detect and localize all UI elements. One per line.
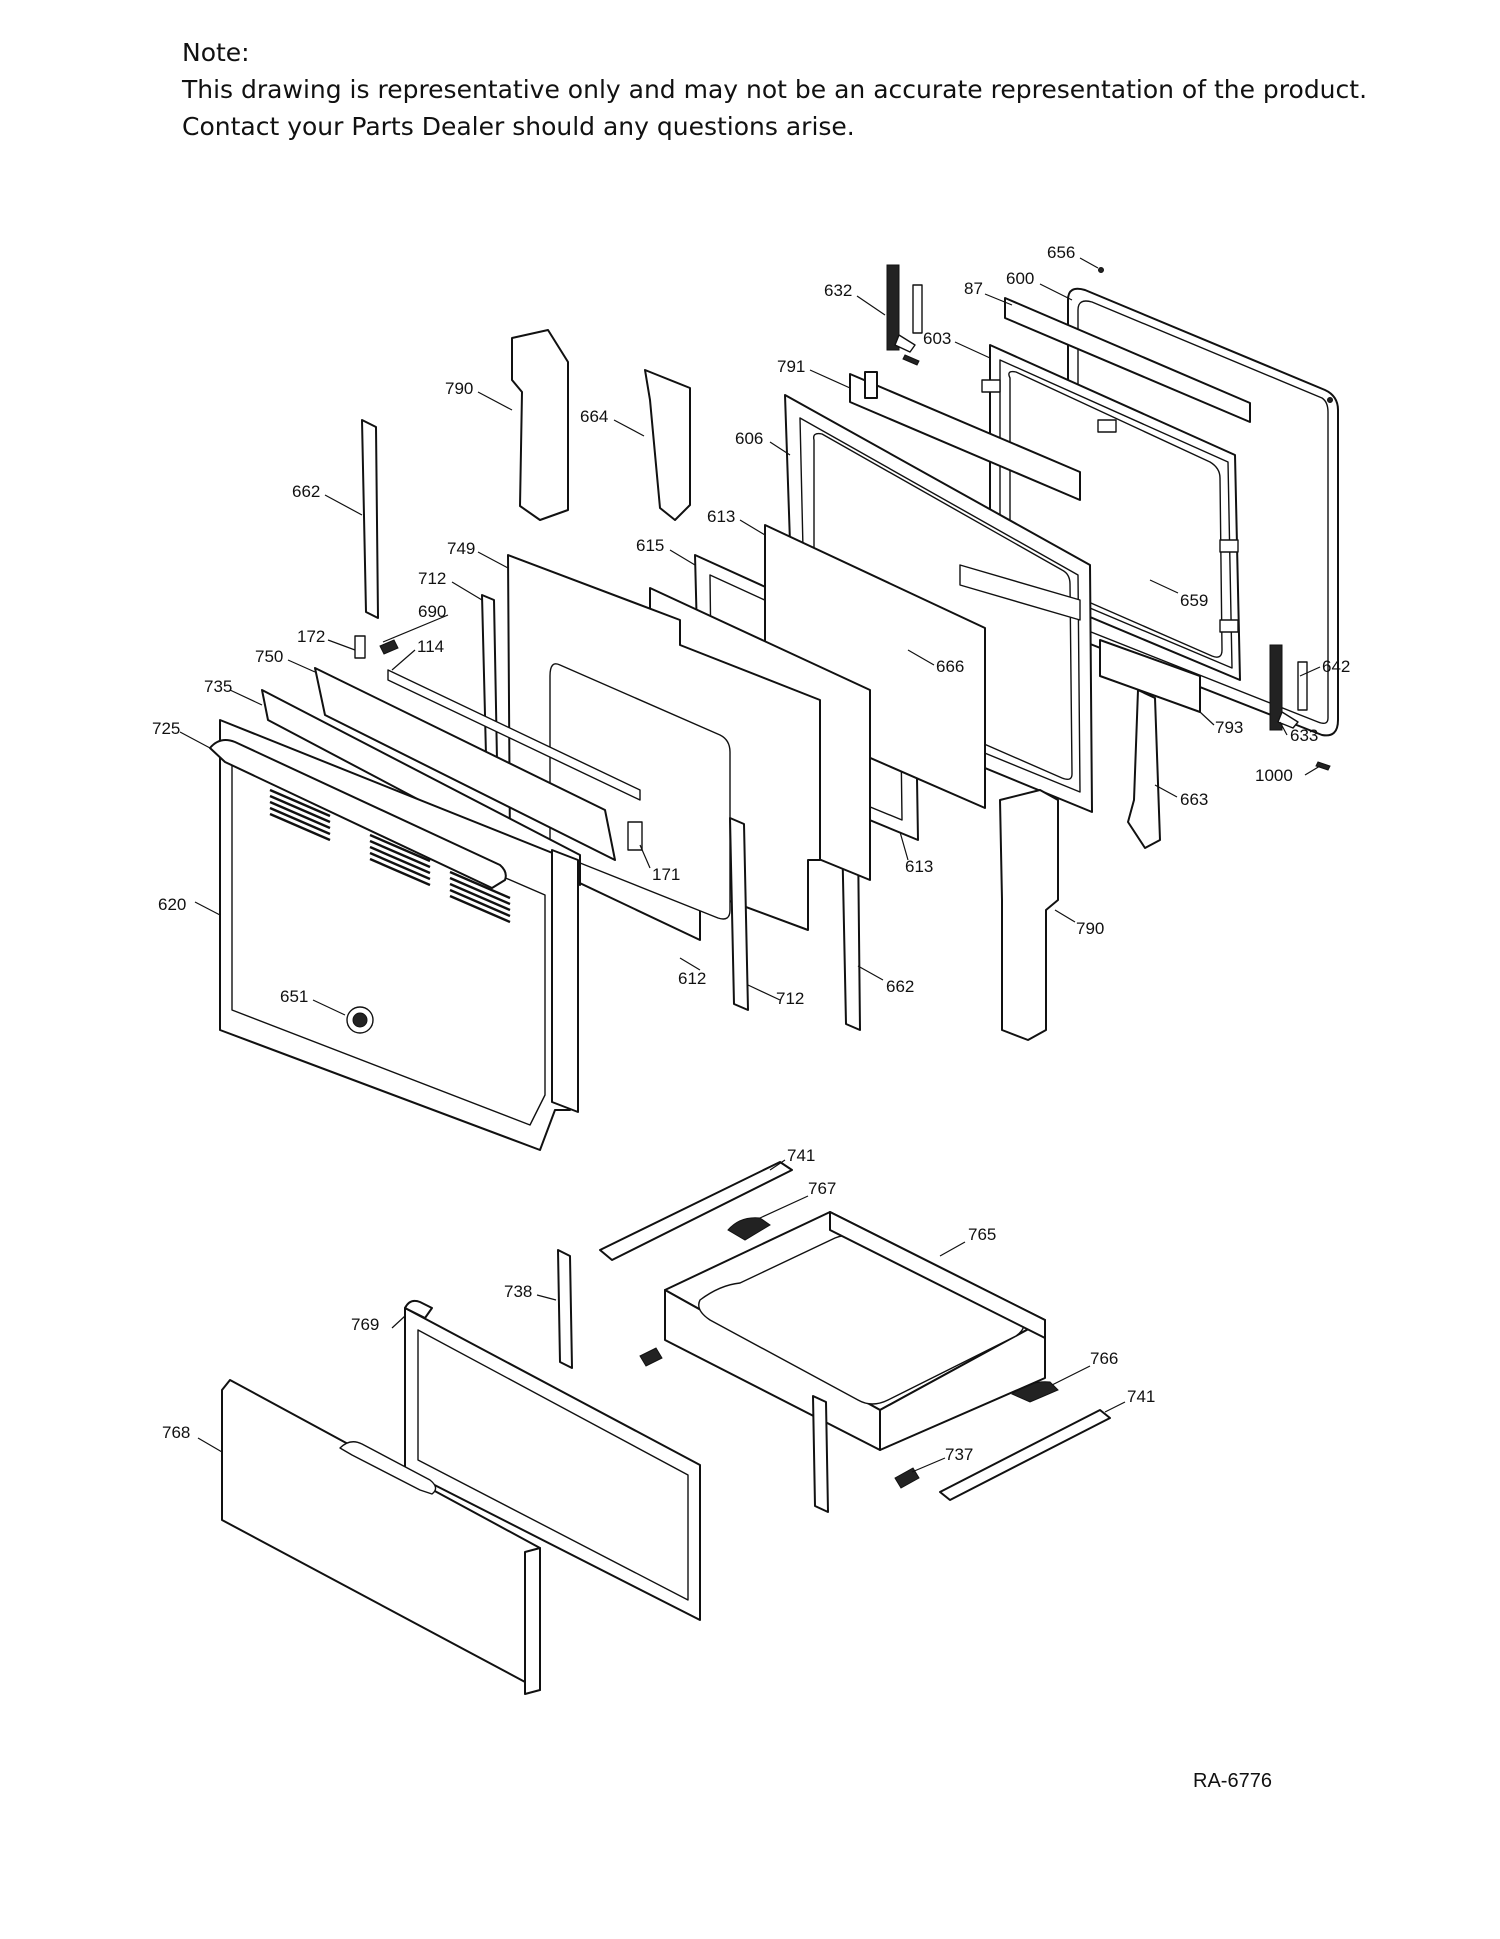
part-label-662-lower: 662 bbox=[886, 977, 914, 996]
door-bar-791 bbox=[849, 373, 1081, 501]
vent-slot bbox=[369, 839, 431, 869]
vent-slot bbox=[449, 888, 511, 918]
part-label-749: 749 bbox=[447, 539, 475, 558]
insulation-strip bbox=[1004, 297, 1251, 423]
part-label-666: 666 bbox=[936, 657, 964, 676]
bracket-171 bbox=[627, 821, 643, 851]
drawer-slide-741-upper bbox=[599, 1161, 793, 1261]
part-label-664: 664 bbox=[580, 407, 608, 426]
part-label-87: 87 bbox=[964, 279, 983, 298]
part-label-656: 656 bbox=[1047, 243, 1075, 262]
part-label-765: 765 bbox=[968, 1225, 996, 1244]
vent-slot bbox=[369, 833, 431, 863]
roller-767 bbox=[727, 1217, 771, 1241]
part-label-662-upper: 662 bbox=[292, 482, 320, 501]
part-label-725: 725 bbox=[152, 719, 180, 738]
hinge-upper bbox=[886, 264, 923, 366]
part-label-741-lower: 741 bbox=[1127, 1387, 1155, 1406]
vent-slot bbox=[449, 882, 511, 912]
vent-slot bbox=[449, 876, 511, 906]
bracket-172 bbox=[354, 635, 366, 659]
part-label-767: 767 bbox=[808, 1179, 836, 1198]
part-label-1000: 1000 bbox=[1255, 766, 1293, 785]
part-label-790-lower: 790 bbox=[1076, 919, 1104, 938]
door-vents bbox=[269, 788, 511, 924]
part-label-615: 615 bbox=[636, 536, 664, 555]
part-label-769: 769 bbox=[351, 1315, 379, 1334]
disclaimer-note: Note: This drawing is representative onl… bbox=[182, 34, 1367, 145]
vent-slot bbox=[269, 788, 331, 818]
note-line-2: Contact your Parts Dealer should any que… bbox=[182, 112, 855, 141]
vent-slot bbox=[369, 857, 431, 887]
vent-slot bbox=[269, 812, 331, 842]
part-label-172: 172 bbox=[297, 627, 325, 646]
part-label-793: 793 bbox=[1215, 718, 1243, 737]
door-trim-662-left bbox=[361, 419, 379, 619]
drawer-slide-741-lower bbox=[939, 1409, 1111, 1501]
part-label-750: 750 bbox=[255, 647, 283, 666]
hinge-lower bbox=[1269, 644, 1331, 771]
drawer-glide-737 bbox=[894, 1467, 920, 1489]
part-label-690: 690 bbox=[418, 602, 446, 621]
part-label-651: 651 bbox=[280, 987, 308, 1006]
part-label-114: 114 bbox=[417, 637, 444, 656]
diagram-code: RA-6776 bbox=[1193, 1770, 1272, 1792]
part-label-612: 612 bbox=[678, 969, 706, 988]
vent-slot bbox=[369, 851, 431, 881]
insulation-block-upper bbox=[511, 329, 569, 521]
part-label-633: 633 bbox=[1290, 726, 1318, 745]
leader-lines bbox=[179, 257, 1321, 1473]
note-line-1: This drawing is representative only and … bbox=[182, 75, 1368, 104]
part-label-766: 766 bbox=[1090, 1349, 1118, 1368]
part-labels: 656 632 600 87 603 791 790 664 606 662 6… bbox=[152, 243, 1350, 1464]
part-label-712-upper: 712 bbox=[418, 569, 446, 588]
part-label-659: 659 bbox=[1180, 591, 1208, 610]
door-channel-712-lower bbox=[729, 817, 749, 1011]
part-label-600: 600 bbox=[1006, 269, 1034, 288]
part-label-606: 606 bbox=[735, 429, 763, 448]
part-label-737: 737 bbox=[945, 1445, 973, 1464]
vent-slot bbox=[449, 894, 511, 924]
part-label-768: 768 bbox=[162, 1423, 190, 1442]
drawer-box bbox=[664, 1211, 1046, 1451]
part-label-663: 663 bbox=[1180, 790, 1208, 809]
part-label-632: 632 bbox=[824, 281, 852, 300]
part-label-613-upper: 613 bbox=[707, 507, 735, 526]
bar-end bbox=[864, 371, 878, 399]
part-label-741-upper: 741 bbox=[787, 1146, 815, 1165]
vent-slot bbox=[269, 794, 331, 824]
part-label-642: 642 bbox=[1322, 657, 1350, 676]
part-label-738: 738 bbox=[504, 1282, 532, 1301]
door-liner-750 bbox=[314, 667, 616, 861]
note-heading: Note: bbox=[182, 38, 250, 67]
vent-slot bbox=[369, 845, 431, 875]
part-label-603: 603 bbox=[923, 329, 951, 348]
part-label-790-upper: 790 bbox=[445, 379, 473, 398]
vent-slot bbox=[269, 806, 331, 836]
door-channel-712-upper bbox=[481, 594, 498, 761]
vent-slot bbox=[449, 870, 511, 900]
inner-trim-114 bbox=[387, 669, 641, 801]
side-bracket-663 bbox=[1127, 689, 1161, 849]
drawer-support-center bbox=[812, 1395, 829, 1513]
insulation-block-lower bbox=[999, 789, 1059, 1041]
part-label-620: 620 bbox=[158, 895, 186, 914]
part-label-791: 791 bbox=[777, 357, 805, 376]
drawer-front bbox=[221, 1379, 541, 1695]
part-label-712-lower: 712 bbox=[776, 989, 804, 1008]
drawer-inner-frame bbox=[404, 1299, 701, 1621]
drawer-support-738 bbox=[557, 1249, 573, 1369]
part-label-613-lower: 613 bbox=[905, 857, 933, 876]
vent-slot bbox=[269, 800, 331, 830]
side-bracket-664 bbox=[644, 369, 691, 521]
part-label-171: 171 bbox=[652, 865, 680, 884]
part-label-735: 735 bbox=[204, 677, 232, 696]
drawer-glide-left bbox=[639, 1347, 663, 1367]
outer-oven-door bbox=[209, 719, 579, 1151]
door-switch-690 bbox=[379, 639, 399, 655]
